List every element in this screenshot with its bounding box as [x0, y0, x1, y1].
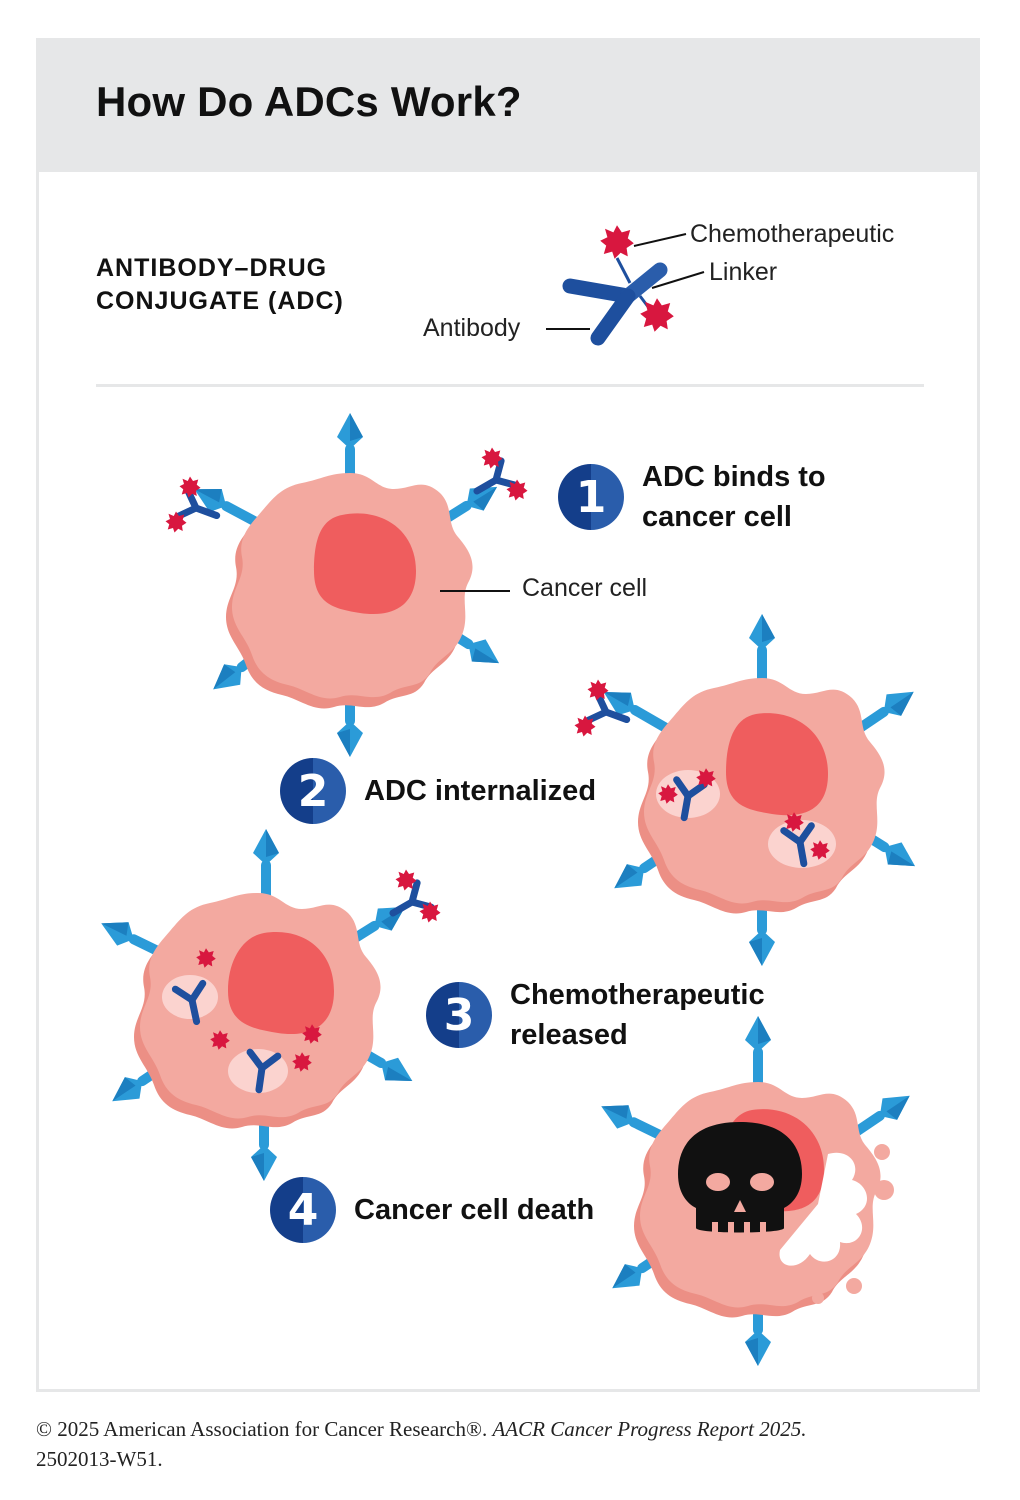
adc-heading: ANTIBODY–DRUG CONJUGATE (ADC) — [96, 252, 344, 318]
adc-legend-diagram — [546, 225, 705, 346]
adc-heading-line-2: CONJUGATE (ADC) — [96, 287, 344, 315]
receptor-icon — [253, 829, 279, 901]
page-title: How Do ADCs Work? — [96, 78, 522, 125]
cancer-cell-4-dying — [596, 1016, 917, 1366]
header-band — [36, 38, 980, 172]
footer-credit: © 2025 American Association for Cancer R… — [36, 1414, 986, 1474]
nucleus — [314, 513, 416, 615]
linker-label: Linker — [709, 258, 778, 286]
step-number-badge: 4 — [270, 1177, 336, 1243]
step-label: ADC internalized — [364, 775, 597, 807]
step-label: Chemotherapeutic released — [510, 979, 765, 1051]
footer-code: 2502013-W51. — [36, 1447, 163, 1471]
step-number-badge: 3 — [426, 982, 492, 1048]
adc-drug-icon-top — [600, 225, 634, 259]
skull-icon — [678, 1122, 802, 1234]
cancer-cell-1 — [188, 413, 510, 757]
step-number-badge: 1 — [558, 464, 624, 530]
antibody-label: Antibody — [423, 314, 521, 342]
adc-antibody-arm-left — [562, 278, 636, 304]
cancer-cell-3 — [96, 829, 419, 1181]
nucleus — [726, 713, 828, 816]
nucleus — [228, 932, 334, 1035]
step-1: 1 ADC binds to cancer cell — [558, 457, 826, 537]
section-divider — [96, 384, 924, 387]
chemotherapeutic-label: Chemotherapeutic — [690, 220, 895, 248]
adc-heading-line-1: ANTIBODY–DRUG — [96, 254, 328, 282]
step-label: ADC binds to cancer cell — [642, 461, 826, 533]
receptor-icon — [749, 614, 775, 686]
step-4: 4 Cancer cell death — [270, 1177, 594, 1243]
cancer-cell-2 — [597, 614, 922, 966]
step-label: Cancer cell death — [354, 1194, 595, 1226]
footer-copyright: © 2025 American Association for Cancer R… — [36, 1417, 488, 1441]
cancer-cell-label: Cancer cell — [522, 574, 648, 602]
step-2: 2 ADC internalized — [280, 758, 596, 824]
step-3: 3 Chemotherapeutic released — [426, 975, 765, 1055]
adc-antibody-stem — [590, 288, 636, 346]
step-number-badge: 2 — [280, 758, 346, 824]
footer-report: AACR Cancer Progress Report 2025. — [492, 1417, 807, 1441]
